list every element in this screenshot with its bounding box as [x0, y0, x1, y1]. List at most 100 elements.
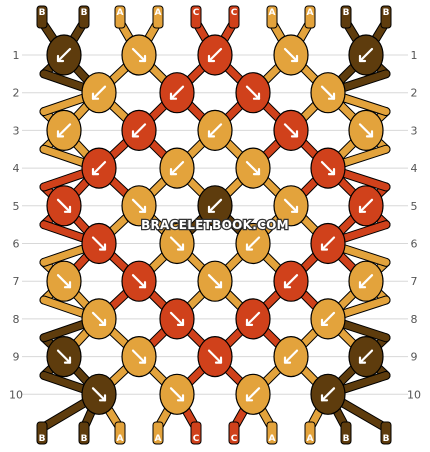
knot-arrowhead-icon — [320, 394, 329, 402]
knot-arrow-sw-icon — [283, 274, 299, 289]
knot-arrow-se-icon — [56, 349, 72, 364]
knot-arrow-se-icon — [169, 387, 185, 402]
strand-label-top: B — [343, 8, 350, 18]
row-label-right: 2 — [411, 87, 418, 100]
knot-arrowhead-icon — [207, 130, 216, 138]
strand-end-top — [152, 5, 164, 29]
knot-arrow-sw-icon — [320, 311, 336, 326]
knot-arrowhead-icon — [56, 54, 65, 63]
knot-arrowhead-icon — [207, 54, 216, 63]
row-label-right: 3 — [411, 124, 418, 137]
knot-arrowhead-icon — [56, 130, 65, 138]
knot — [273, 34, 309, 76]
knot — [46, 109, 82, 151]
knot — [121, 34, 157, 76]
knot-arrow-sw-icon — [358, 47, 374, 63]
row-label-right: 4 — [411, 162, 418, 175]
knot — [81, 298, 117, 340]
knot — [310, 298, 346, 340]
knot-arrow-se-icon — [283, 47, 299, 63]
knot-arrowhead-icon — [327, 92, 336, 100]
knot-arrowhead-icon — [214, 281, 223, 289]
knot-arrowhead-icon — [176, 243, 185, 251]
knot-arrow-sw-icon — [169, 85, 185, 100]
row-label-right: 5 — [411, 200, 418, 213]
strand-end-top — [36, 5, 48, 29]
knot-arrow-sw-icon — [56, 123, 72, 138]
knot — [310, 72, 346, 114]
strand-end-top — [380, 5, 392, 29]
knot — [81, 373, 117, 415]
knot-arrowhead-icon — [91, 168, 100, 176]
knot-arrow-sw-icon — [358, 349, 374, 364]
knot-arrowhead-icon — [98, 318, 107, 326]
strand-end-bottom — [228, 421, 240, 445]
row-label-right: 7 — [411, 275, 418, 288]
row-label-right: 10 — [407, 388, 421, 401]
knot — [197, 34, 233, 76]
knot — [348, 109, 384, 151]
knot-arrowhead-icon — [138, 281, 147, 289]
knot-arrowhead-icon — [358, 205, 367, 213]
knot-arrow-se-icon — [245, 161, 261, 176]
strand-label-bottom: A — [307, 434, 314, 444]
knot — [46, 34, 82, 76]
knot-arrowhead-icon — [245, 318, 254, 326]
knot-arrowhead-icon — [131, 130, 140, 138]
knot — [348, 34, 384, 76]
knot-arrowhead-icon — [358, 356, 367, 364]
knot-arrow-sw-icon — [245, 311, 261, 326]
strand-end-bottom — [78, 421, 90, 445]
knot-arrowhead-icon — [138, 205, 147, 213]
knot — [159, 222, 195, 265]
knot — [235, 298, 271, 340]
knot — [121, 336, 157, 378]
knot-arrowhead-icon — [63, 356, 72, 364]
row-label-left: 5 — [13, 200, 20, 213]
knot-arrow-se-icon — [320, 161, 336, 176]
knot-arrowhead-icon — [138, 54, 147, 63]
knot-arrow-sw-icon — [245, 236, 261, 251]
knot-arrowhead-icon — [290, 205, 299, 213]
strand-end-bottom — [190, 421, 202, 445]
row-label-right: 1 — [411, 49, 418, 62]
knot-arrowhead-icon — [365, 130, 374, 138]
strand-end-bottom — [114, 421, 126, 445]
knot-arrow-se-icon — [207, 349, 223, 364]
knot — [159, 373, 195, 415]
strand-label-top: A — [307, 8, 314, 18]
row-label-left: 7 — [13, 275, 20, 288]
knot — [159, 72, 195, 114]
knot-arrow-se-icon — [56, 198, 72, 213]
knot — [235, 373, 271, 415]
knot-arrowhead-icon — [252, 92, 261, 100]
strand-label-bottom: C — [231, 434, 238, 444]
knot-arrowhead-icon — [320, 318, 329, 326]
knot-arrow-sw-icon — [358, 198, 374, 213]
knot-arrowhead-icon — [358, 281, 367, 289]
row-label-left: 3 — [13, 124, 20, 137]
strand-end-top — [228, 5, 240, 29]
knot-arrow-se-icon — [131, 47, 147, 63]
strand-label-bottom: B — [81, 434, 88, 444]
knot — [121, 109, 157, 151]
knot-arrow-sw-icon — [169, 161, 185, 176]
knot-arrow-se-icon — [358, 123, 374, 138]
knot-arrow-sw-icon — [207, 198, 223, 213]
knot-arrowhead-icon — [283, 356, 292, 364]
knot-arrowhead-icon — [169, 168, 178, 176]
knot — [159, 298, 195, 340]
knot-arrow-se-icon — [91, 387, 107, 402]
strand-end-top — [114, 5, 126, 29]
knot-arrowhead-icon — [214, 356, 223, 364]
knot-arrowhead-icon — [245, 243, 254, 251]
knot-arrowhead-icon — [245, 394, 254, 402]
knot-arrowhead-icon — [169, 92, 178, 100]
knot-arrowhead-icon — [98, 394, 107, 402]
knot-arrow-se-icon — [169, 311, 185, 326]
knot-arrowhead-icon — [358, 54, 367, 63]
strand-end-top — [190, 5, 202, 29]
row-label-right: 9 — [411, 351, 418, 364]
